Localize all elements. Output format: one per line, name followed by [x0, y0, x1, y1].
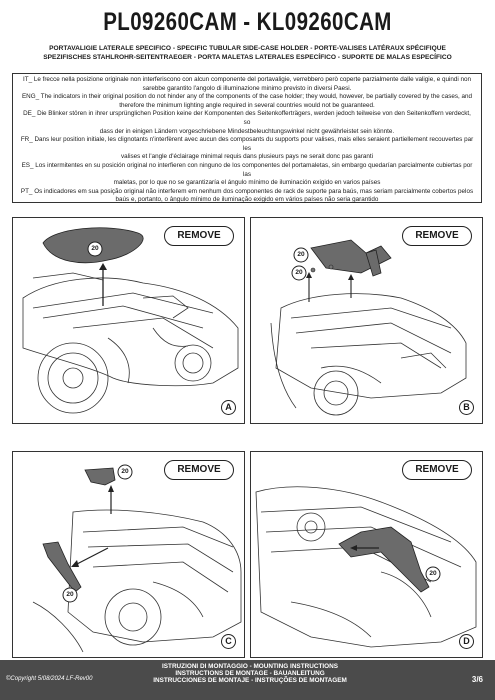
- subtitle-line-1: PORTAVALIGIE LATERALE SPECIFICO - SPECIF…: [49, 45, 446, 52]
- bracket-removal-illustration-right: [255, 486, 477, 648]
- bracket-removal-illustration-left: [32, 464, 242, 653]
- step-panel-a: 20 REMOVE A: [12, 217, 245, 424]
- step-letter-d: D: [459, 634, 474, 649]
- footer-instructions-line-1: ISTRUZIONI DI MONTAGGIO - MOUNTING INSTR…: [162, 663, 338, 670]
- step-letter-c: C: [221, 634, 236, 649]
- remove-label: REMOVE: [164, 226, 234, 246]
- remove-label: REMOVE: [402, 460, 472, 480]
- notice-line: FR_ Dans leur position initiale, les cli…: [20, 136, 474, 152]
- notice-line: PT_ Os indicadores em sua posição origin…: [20, 187, 474, 195]
- step-panel-b: 20 20 REMOVE B: [250, 217, 483, 424]
- footer-instructions-line-2: INSTRUCTIONS DE MONTAGE - BAUANLEITUNG: [175, 670, 325, 677]
- notice-line: dass der in einigen Ländern vorgeschrieb…: [99, 127, 395, 135]
- notice-line: ES_ Los intermitentes en su posición ori…: [21, 161, 473, 178]
- step-letter-a: A: [221, 400, 236, 415]
- footer-instructions-line-3: INSTRUCCIONES DE MONTAJE - INSTRUÇÕES DE…: [153, 677, 347, 684]
- page-number: 3/6: [471, 675, 483, 684]
- part-number-callout: 20: [429, 570, 437, 577]
- notice-line: IT_ Le frecce nella posizione originale …: [22, 76, 472, 83]
- motorcycle-seat-removal-illustration: [22, 227, 239, 414]
- notice-line: ENG_ The indicators in their original po…: [21, 93, 473, 101]
- part-number-callout: 20: [295, 269, 303, 276]
- notice-line: DE_ Die Blinker stören in ihrer ursprüng…: [23, 110, 471, 126]
- part-number-callout: 20: [66, 591, 74, 598]
- notice-line: baús e, portanto, o ângulo mínimo de ilu…: [115, 196, 379, 204]
- remove-label: REMOVE: [164, 460, 234, 480]
- rear-rack-removal-illustration: [270, 239, 467, 416]
- part-number-callout: 20: [297, 251, 305, 258]
- step-panel-c: 20 20 REMOVE C: [12, 451, 245, 658]
- copyright-text: ©Copyright 5/08/2024 LF-Rev00: [6, 676, 93, 682]
- notice-line: maletas, por lo que no se garantizaría e…: [113, 179, 381, 187]
- step-letter-b: B: [459, 400, 474, 415]
- notice-line: valises et l'angle d'éclairage minimal r…: [121, 153, 373, 161]
- remove-label: REMOVE: [402, 226, 472, 246]
- notice-line: therefore the minimum lighting angle req…: [119, 101, 375, 109]
- notice-line: sarebbe garantito l'angolo di illuminazi…: [142, 84, 352, 92]
- part-number-callout: 20: [121, 468, 129, 475]
- subtitle-line-2: SPEZIFISCHES STAHLROHR-SEITENTRAEGER - P…: [43, 54, 452, 61]
- footer-bar: ISTRUZIONI DI MONTAGGIO - MOUNTING INSTR…: [0, 660, 495, 700]
- part-number-callout: 20: [91, 245, 99, 252]
- indicator-notice-box: IT_ Le frecce nella posizione originale …: [12, 73, 482, 203]
- document-title: PL09260CAM - KL09260CAM: [103, 8, 392, 36]
- step-panel-d: 20 REMOVE D: [250, 451, 483, 658]
